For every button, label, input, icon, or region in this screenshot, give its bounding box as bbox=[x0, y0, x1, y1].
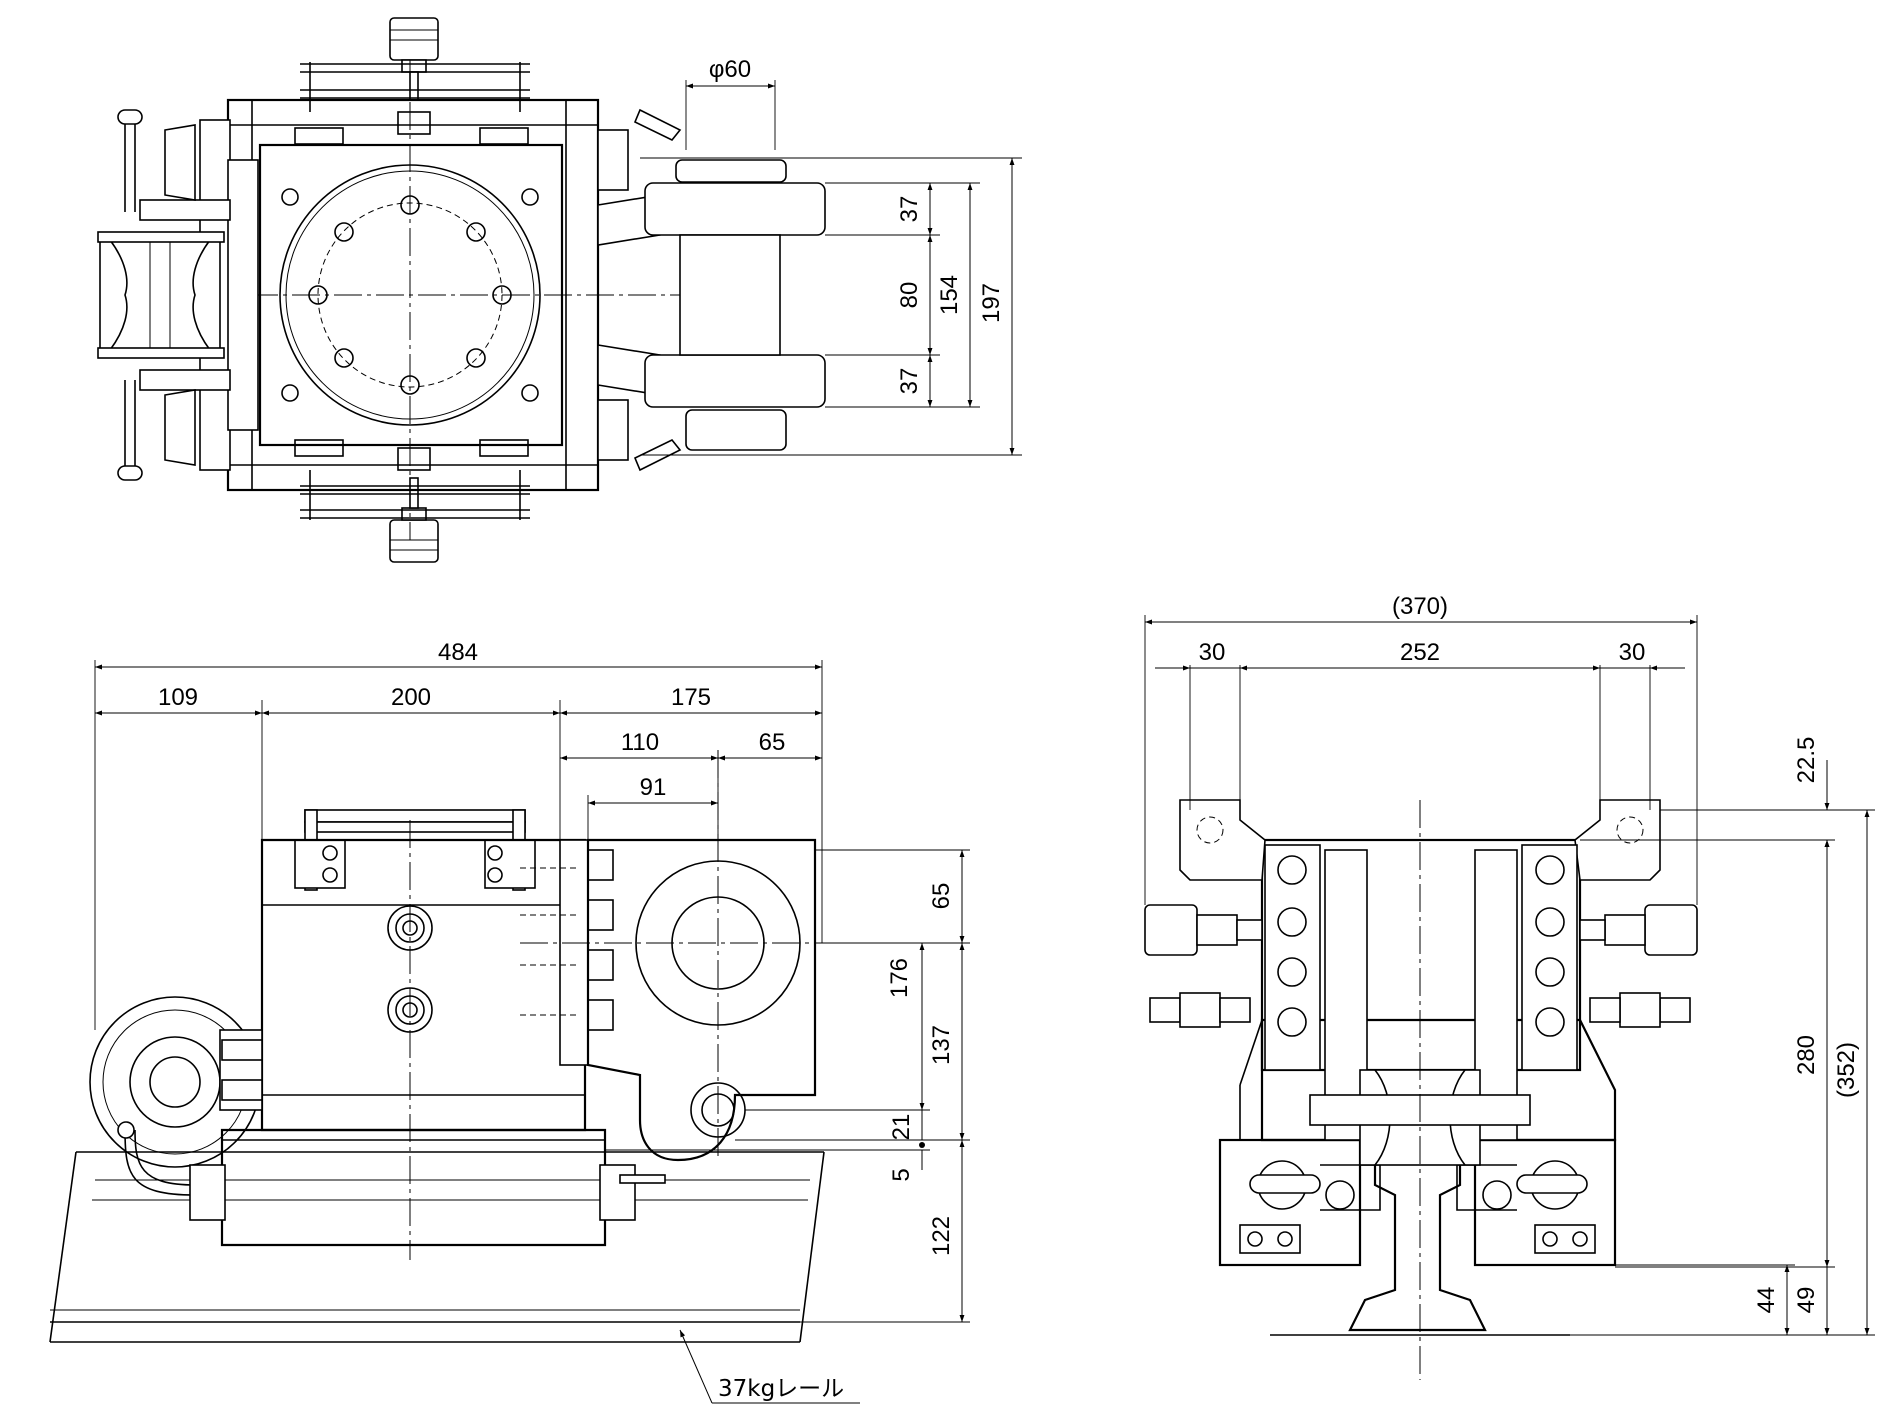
dim-109: 109 bbox=[158, 684, 198, 711]
wheel-assembly bbox=[597, 108, 826, 472]
dim-110: 110 bbox=[621, 729, 659, 756]
dim-phi60: φ60 bbox=[709, 56, 751, 83]
latch-left bbox=[1249, 1160, 1381, 1211]
dim-22-5: 22.5 bbox=[1793, 737, 1820, 784]
plate-bolts bbox=[1277, 855, 1565, 1037]
rail-label: 37kgレール bbox=[718, 1376, 844, 1402]
lower-block bbox=[220, 1128, 607, 1247]
wheel-flange-upper bbox=[644, 182, 826, 236]
dim-30-left: 30 bbox=[1199, 639, 1226, 666]
dim-370: (370) bbox=[1392, 593, 1448, 620]
dim-352: (352) bbox=[1833, 1042, 1860, 1098]
side-view-dimensions: 484 109 200 175 110 65 91 65 176 137 21 bbox=[94, 639, 970, 1404]
dim-484: 484 bbox=[438, 639, 478, 666]
top-connector bbox=[389, 17, 439, 135]
top-handle bbox=[294, 809, 536, 891]
dim-200: 200 bbox=[391, 684, 431, 711]
dim-65-h: 65 bbox=[759, 729, 786, 756]
top-view-dimensions: φ60 37 80 37 154 197 bbox=[640, 56, 1022, 456]
rail bbox=[49, 1151, 825, 1343]
top-view bbox=[97, 17, 826, 563]
dim-137: 137 bbox=[928, 1025, 955, 1065]
front-view bbox=[1144, 799, 1698, 1380]
dim-44: 44 bbox=[1753, 1287, 1780, 1314]
wheel-bracket bbox=[586, 838, 817, 1162]
axle bbox=[679, 234, 781, 356]
wheel-flange-lower bbox=[644, 354, 826, 408]
connector-left-upper bbox=[1144, 904, 1263, 956]
side-guide-roller bbox=[89, 996, 666, 1221]
dim-37-bottom: 37 bbox=[896, 368, 923, 395]
dim-80: 80 bbox=[896, 282, 923, 309]
latch-right bbox=[1456, 1160, 1588, 1211]
dim-37-top: 37 bbox=[896, 196, 923, 223]
connector-left-lower bbox=[1149, 992, 1251, 1028]
dim-197: 197 bbox=[978, 283, 1005, 323]
dim-280: 280 bbox=[1793, 1035, 1820, 1075]
connector-right-upper bbox=[1579, 904, 1698, 956]
dim-91: 91 bbox=[640, 774, 667, 801]
dim-176: 176 bbox=[886, 958, 913, 998]
dim-30-right: 30 bbox=[1619, 639, 1646, 666]
dim-5: 5 bbox=[888, 1168, 915, 1181]
guide-roller-assembly bbox=[97, 109, 259, 481]
side-view bbox=[49, 750, 830, 1343]
dim-122: 122 bbox=[928, 1216, 955, 1256]
dim-252: 252 bbox=[1400, 639, 1440, 666]
corner-holes bbox=[281, 188, 539, 402]
dim-175: 175 bbox=[671, 684, 711, 711]
dim-65-v: 65 bbox=[928, 883, 955, 910]
dim-154: 154 bbox=[936, 275, 963, 315]
connector-right-lower bbox=[1589, 992, 1691, 1028]
dim-21: 21 bbox=[888, 1114, 915, 1141]
front-view-dimensions: (370) 30 252 30 22.5 280 (352) 44 49 bbox=[1144, 593, 1875, 1336]
dim-49: 49 bbox=[1793, 1287, 1820, 1314]
